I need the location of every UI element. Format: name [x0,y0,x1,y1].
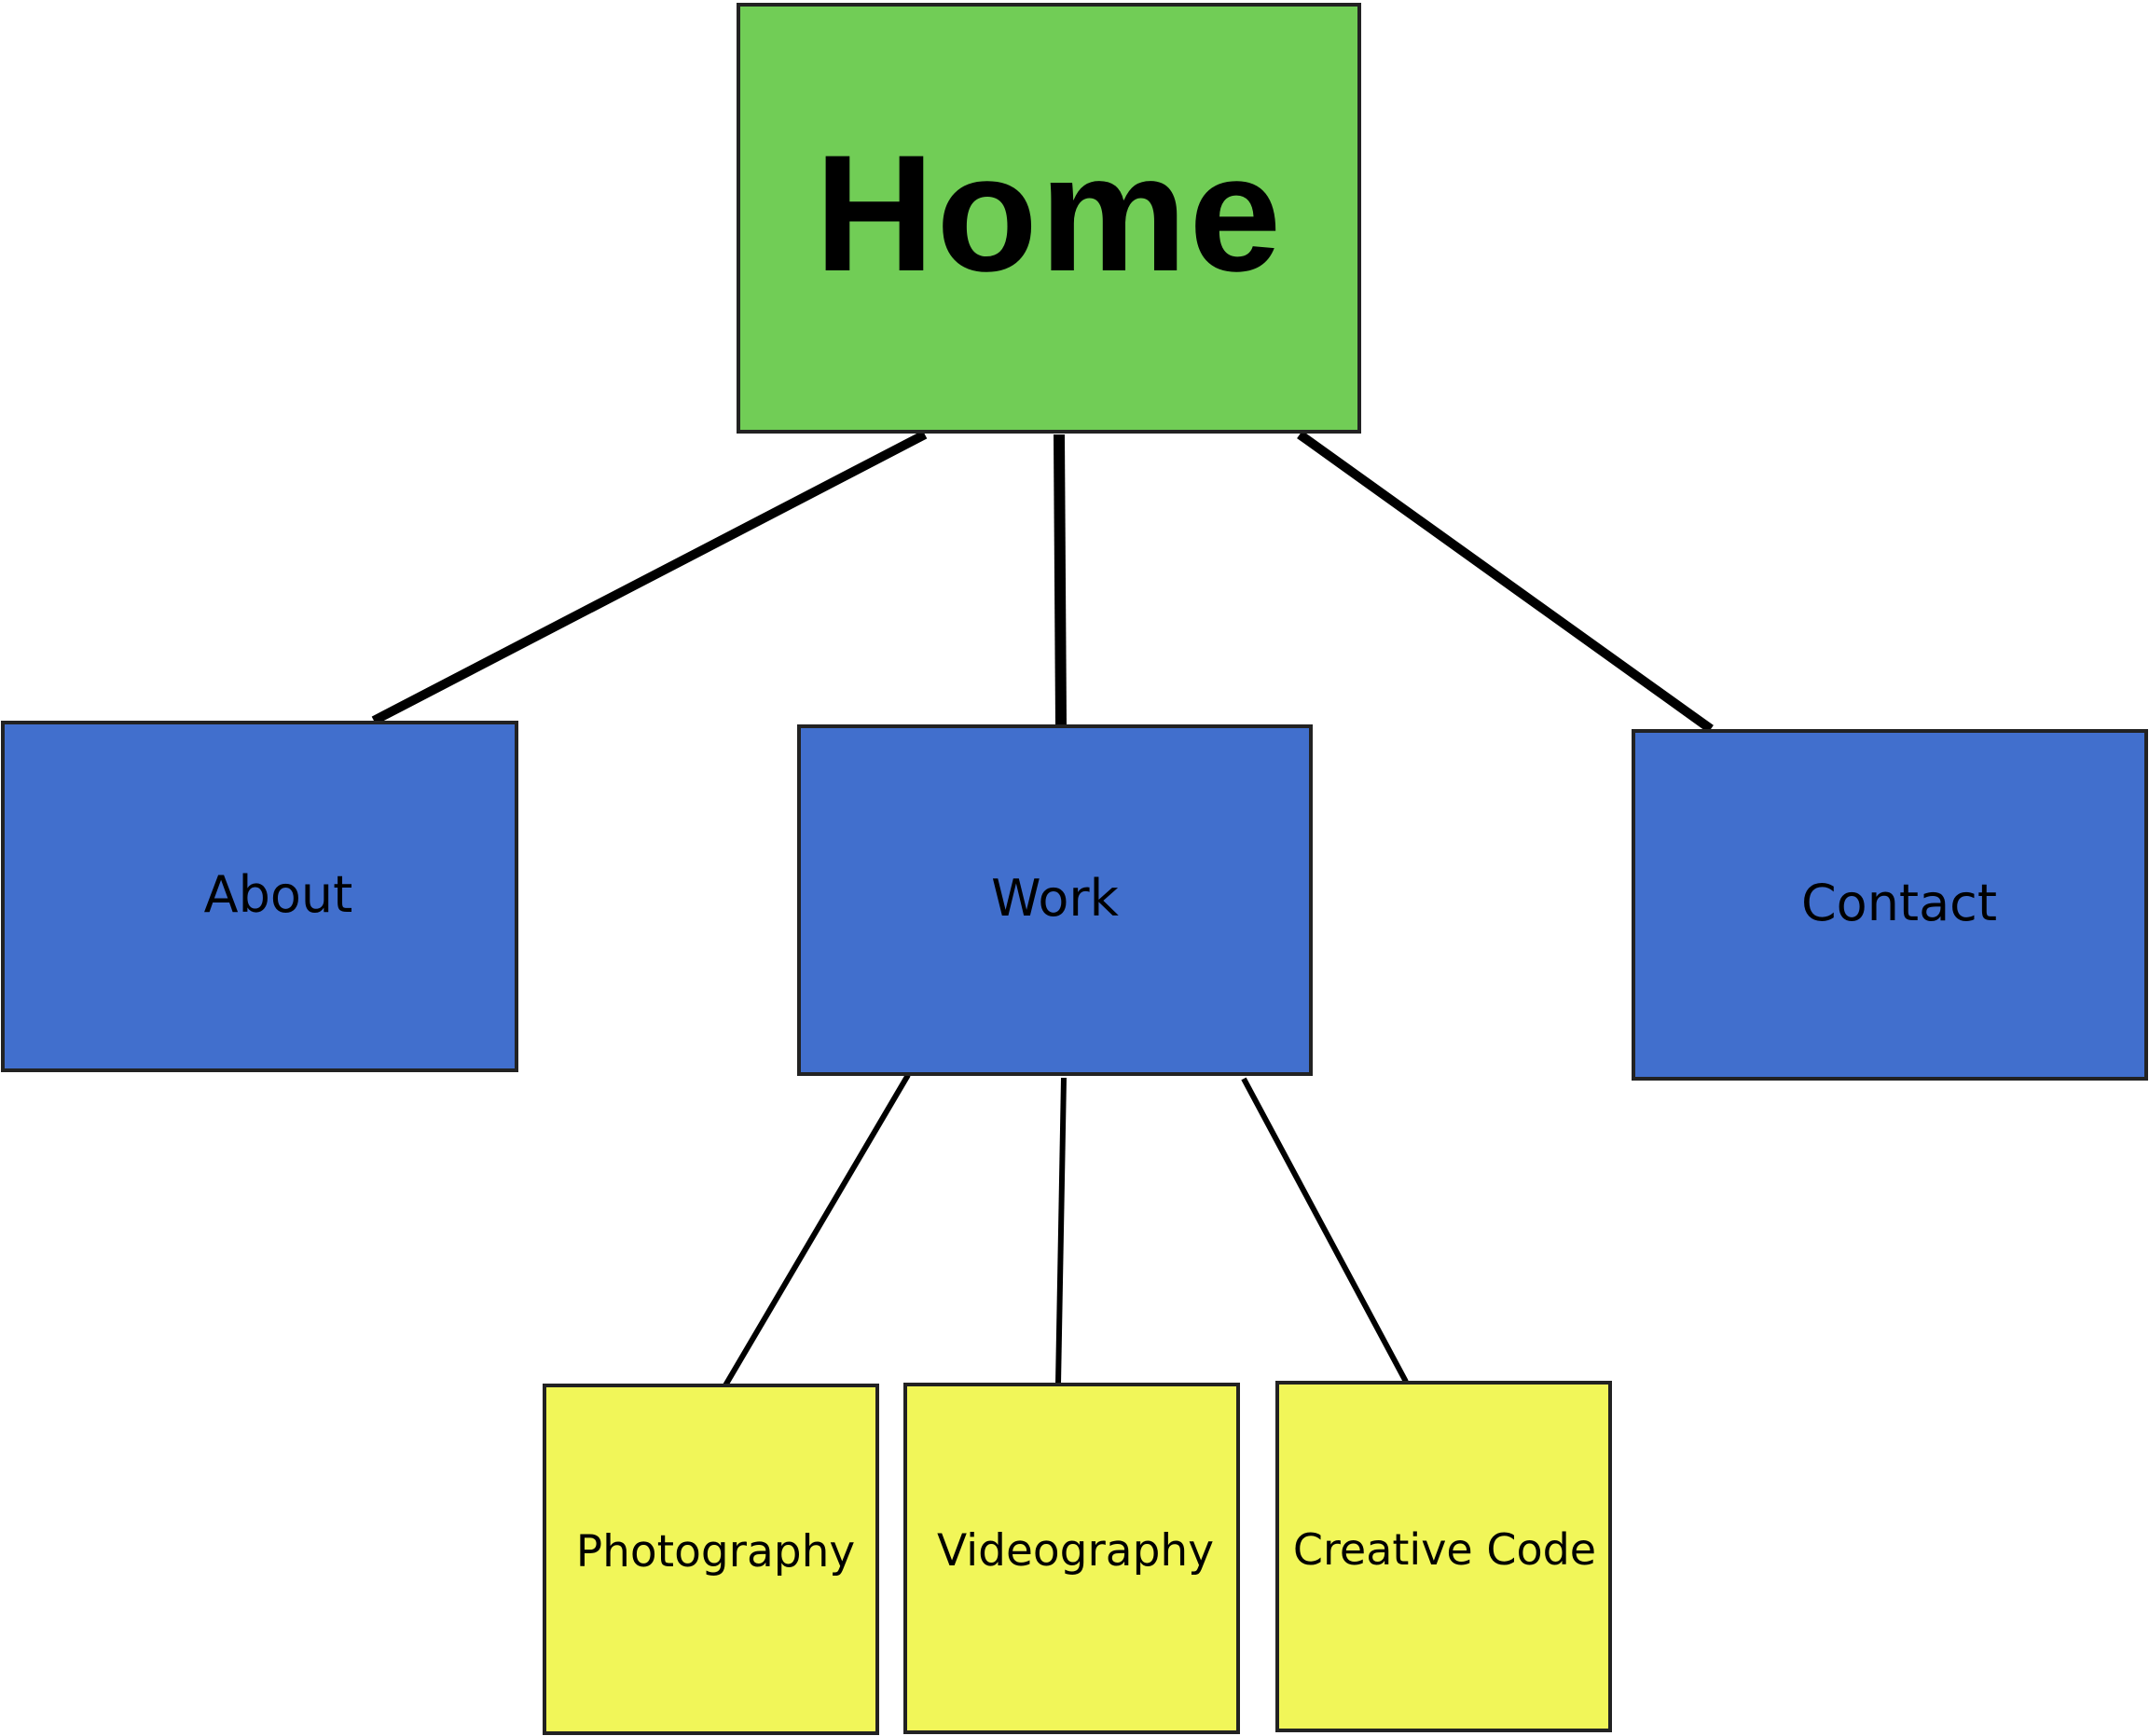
connector-home-about [371,430,928,725]
connector-work-videography [1055,1077,1067,1385]
contact-label: Contact [1800,873,1998,932]
connector-work-creative-code [1241,1077,1409,1384]
videography-label: Videography [936,1525,1215,1577]
connector-home-contact [1297,430,1714,734]
home-node: Home [737,3,1361,434]
connector-home-work [1054,434,1067,725]
about-label: About [203,865,353,924]
creative-code-node: Creative Code [1275,1381,1612,1732]
videography-node: Videography [903,1383,1240,1734]
work-label: Work [991,868,1119,928]
photography-node: Photography [543,1384,879,1735]
connector-work-photography [723,1073,911,1387]
about-node: About [1,721,518,1072]
creative-code-label: Creative Code [1292,1523,1597,1575]
work-node: Work [797,724,1313,1076]
home-label: Home [814,119,1284,306]
photography-label: Photography [575,1526,856,1578]
contact-node: Contact [1632,729,2148,1081]
